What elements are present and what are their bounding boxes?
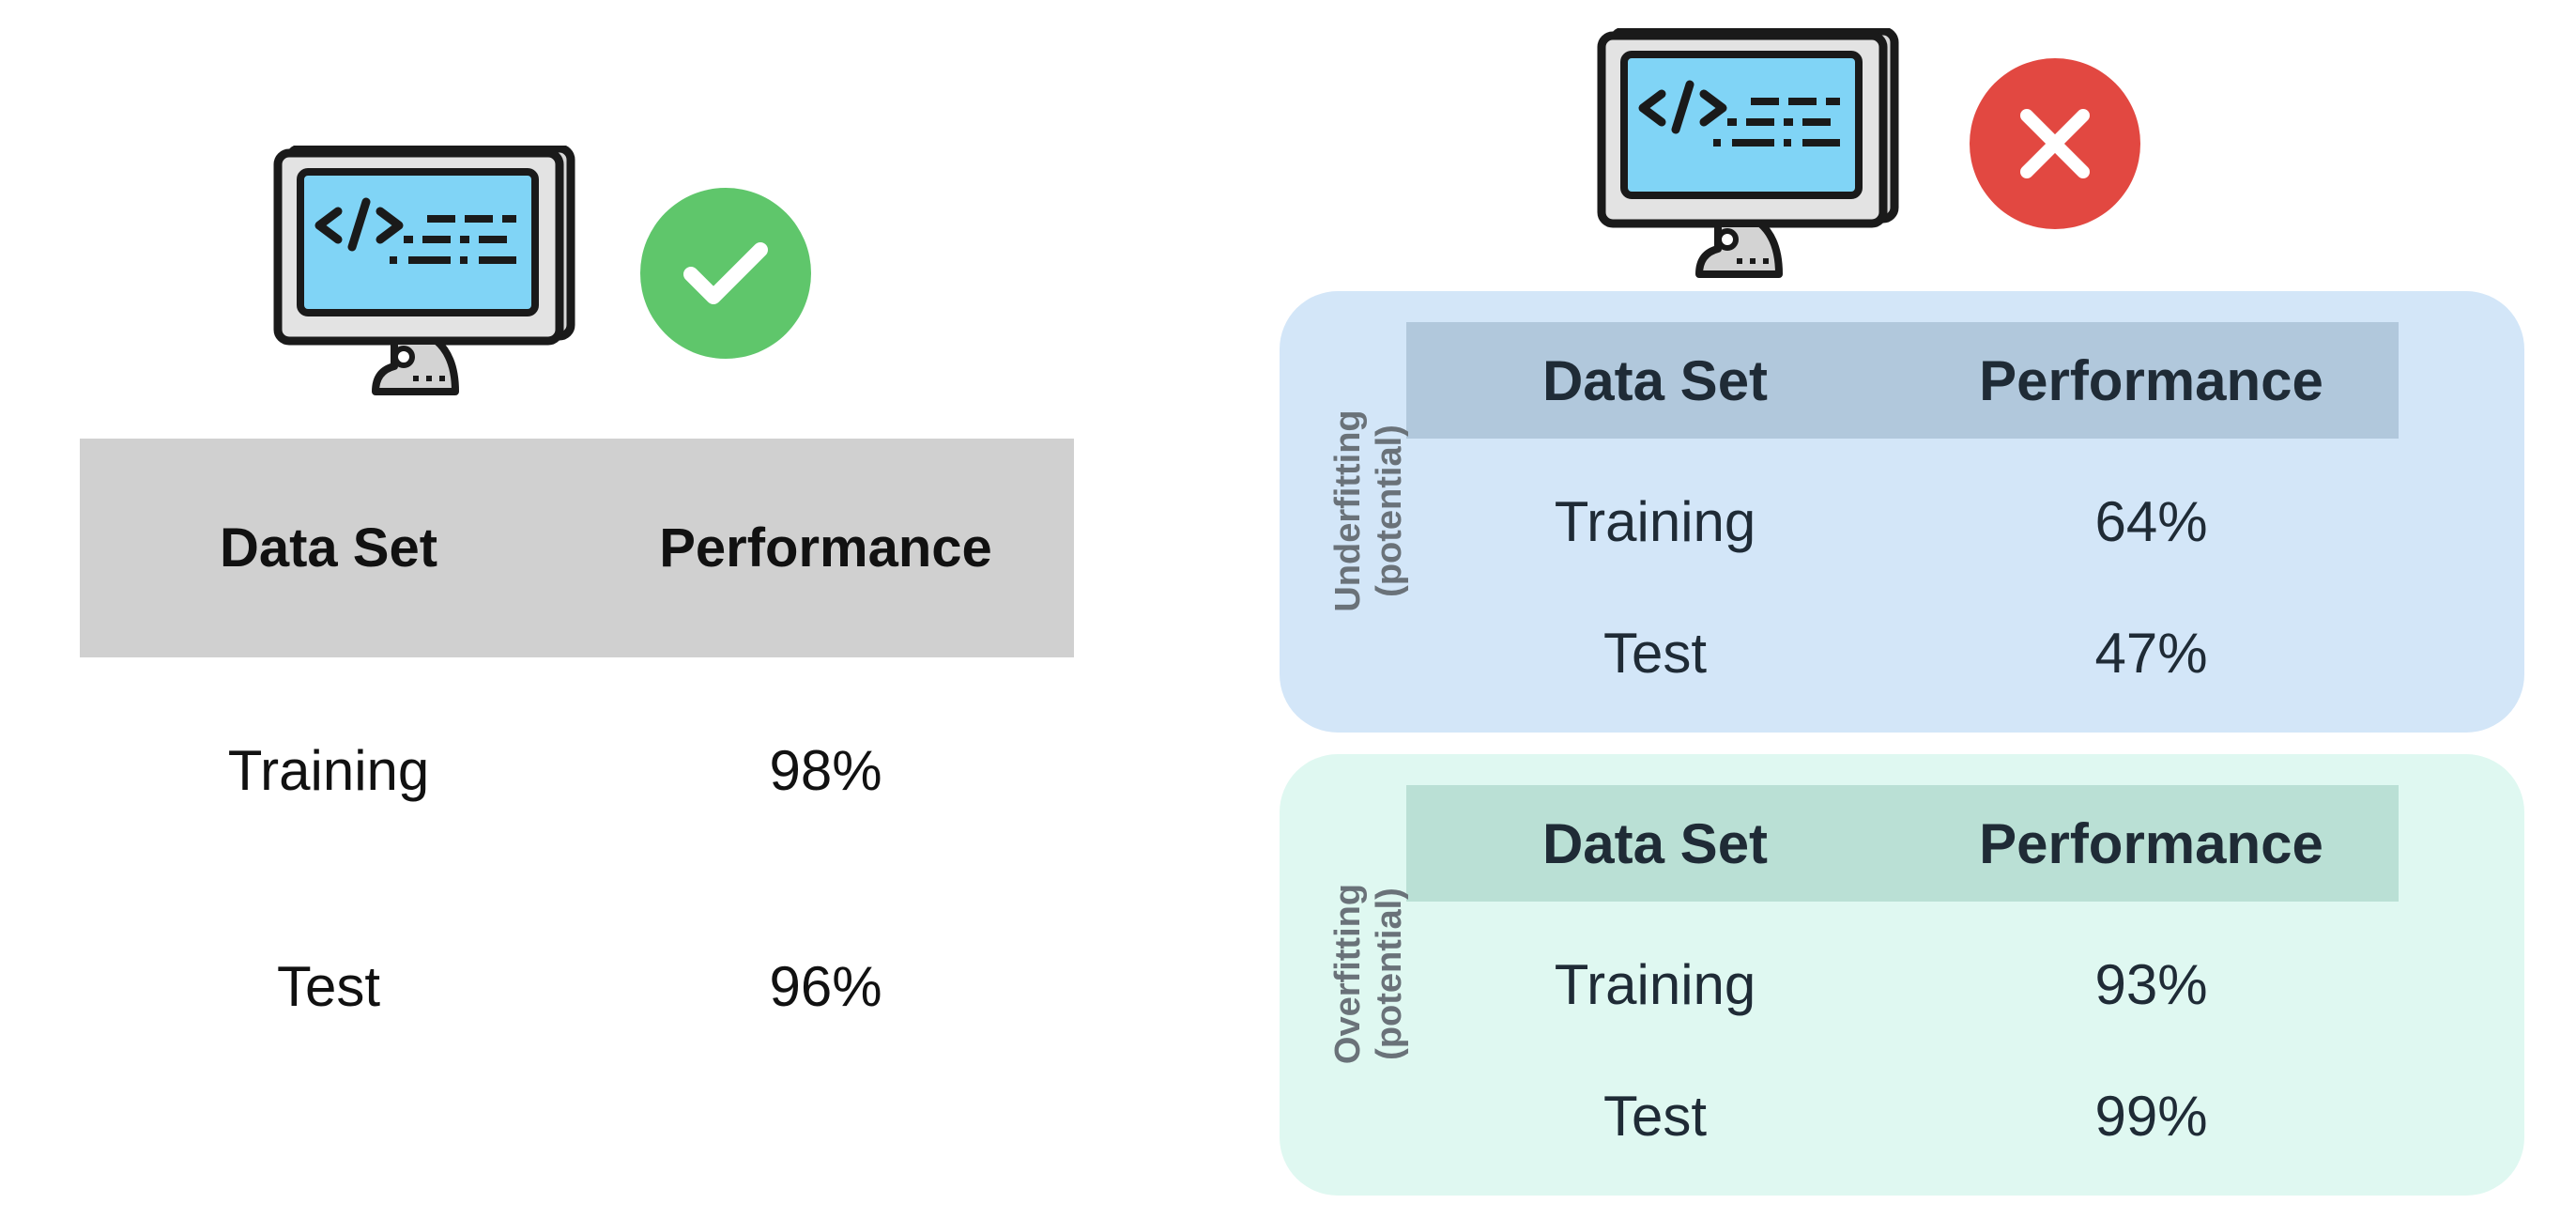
underfitting-row-training-value: 64% (2094, 489, 2208, 553)
good-header-performance: Performance (659, 517, 992, 579)
overfitting-row-test-value: 99% (2094, 1084, 2208, 1148)
underfitting-header-data-set: Data Set (1541, 348, 1769, 412)
good-table-header (80, 439, 1074, 657)
overfitting-side-label: Overfitting (potential) (1327, 856, 1410, 1091)
code-monitor-icon (1596, 28, 1902, 284)
status-check-badge (640, 188, 811, 359)
checkmark-icon (683, 242, 768, 304)
code-monitor-icon (272, 146, 578, 401)
underfitting-header-performance: Performance (1979, 348, 2323, 412)
good-row-training-label: Training (227, 738, 430, 802)
overfitting-table-header (1406, 785, 2399, 902)
overfitting-row-training-label: Training (1554, 952, 1756, 1016)
good-row-training-value: 98% (769, 738, 882, 802)
overfitting-header-data-set: Data Set (1541, 811, 1769, 875)
underfitting-row-training-label: Training (1554, 489, 1756, 553)
overfitting-row-training-value: 93% (2094, 952, 2208, 1016)
status-cross-badge (1970, 58, 2140, 229)
overfitting-header-performance: Performance (1979, 811, 2323, 875)
overfitting-row-test-label: Test (1602, 1084, 1708, 1148)
underfitting-table-header (1406, 322, 2399, 439)
underfitting-row-test-label: Test (1602, 621, 1708, 685)
overfitting-label-line1: Overfitting (1328, 883, 1368, 1065)
good-row-test-value: 96% (769, 954, 882, 1018)
overfitting-label-line2: (potential) (1370, 887, 1409, 1060)
underfitting-label-line2: (potential) (1370, 424, 1409, 597)
underfitting-side-label: Underfitting (potential) (1327, 393, 1410, 628)
underfitting-panel: Data Set Performance Training 64% Test 4… (1280, 291, 2524, 733)
good-row-test-label: Test (276, 954, 381, 1018)
underfitting-label-line1: Underfitting (1328, 409, 1368, 612)
underfitting-row-test-value: 47% (2094, 621, 2208, 685)
good-header-data-set: Data Set (219, 517, 438, 579)
cross-icon (2020, 109, 2090, 178)
overfitting-panel: Data Set Performance Training 93% Test 9… (1280, 754, 2524, 1196)
